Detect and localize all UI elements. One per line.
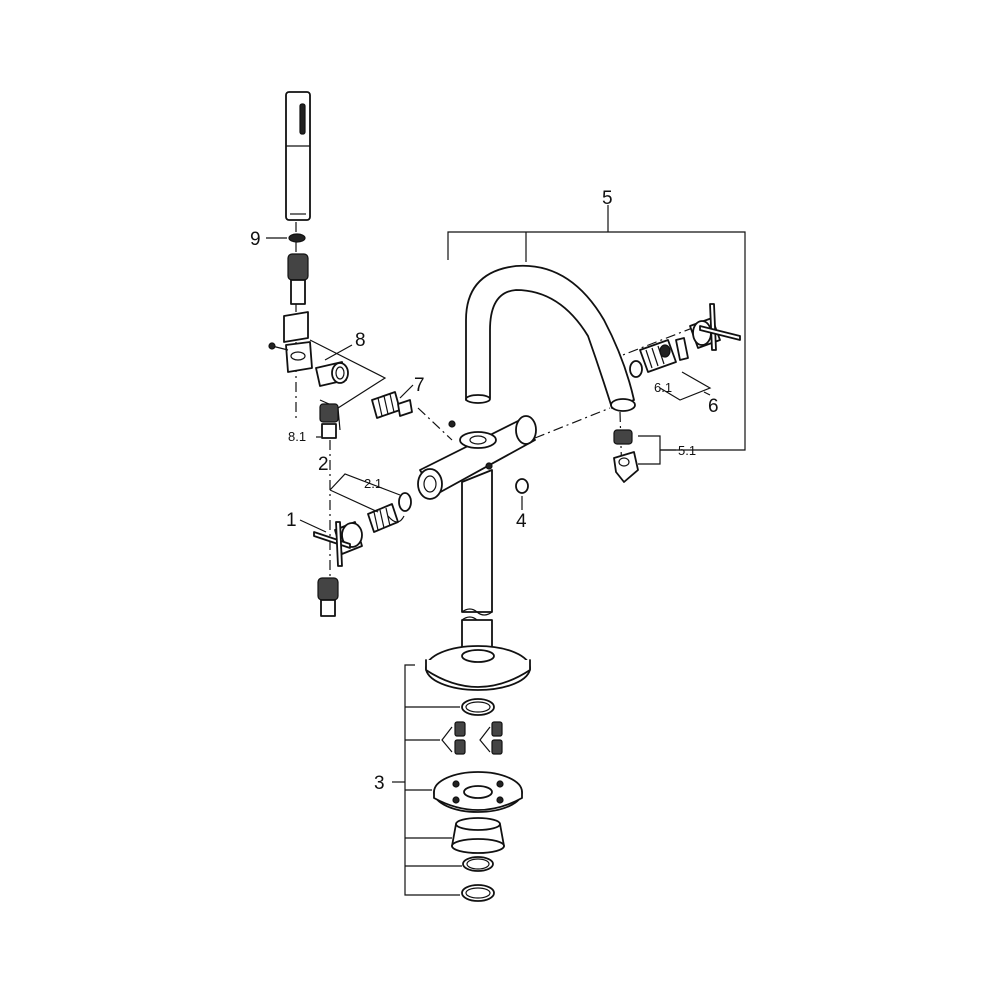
bracket-5 bbox=[447, 231, 746, 451]
connector-8-1 bbox=[319, 403, 339, 439]
right-handle bbox=[689, 303, 741, 351]
plug-4 bbox=[515, 478, 529, 494]
riser-pipe bbox=[461, 469, 493, 659]
callout-5-1: 5.1 bbox=[678, 443, 696, 458]
callout-3: 3 bbox=[374, 773, 385, 794]
mounting-bolts bbox=[454, 721, 503, 755]
left-handle bbox=[313, 521, 363, 567]
callout-6-1: 6.1 bbox=[654, 380, 672, 395]
bracket-3 bbox=[392, 664, 462, 896]
threaded-bushing bbox=[451, 817, 505, 854]
spout bbox=[465, 264, 636, 412]
mounting-plate bbox=[433, 771, 523, 813]
callout-5: 5 bbox=[602, 188, 613, 209]
diverter-cartridge bbox=[371, 391, 413, 419]
mount-o-ring-bottom bbox=[461, 884, 495, 902]
left-cartridge bbox=[367, 503, 405, 533]
aerator bbox=[613, 429, 639, 483]
right-handle-cartridge bbox=[639, 337, 689, 373]
callout-8: 8 bbox=[355, 330, 366, 351]
valve-body bbox=[417, 415, 537, 500]
callout-6: 6 bbox=[708, 396, 719, 417]
hand-shower bbox=[285, 91, 311, 221]
o-ring-6-1 bbox=[629, 360, 643, 378]
set-screw bbox=[448, 420, 456, 428]
callout-7: 7 bbox=[414, 375, 425, 396]
floor-rosette bbox=[425, 645, 531, 691]
callout-2-1: 2.1 bbox=[364, 476, 382, 491]
washer-9 bbox=[288, 233, 306, 243]
hose-nut-upper bbox=[287, 253, 309, 305]
hose-nut-lower bbox=[317, 577, 339, 617]
callout-2: 2 bbox=[318, 454, 329, 475]
shower-holder bbox=[268, 311, 349, 387]
shower-nozzles bbox=[299, 103, 306, 135]
callout-9: 9 bbox=[250, 229, 261, 250]
callout-4: 4 bbox=[516, 511, 527, 532]
mount-o-ring-top bbox=[461, 698, 495, 716]
mount-washer bbox=[462, 856, 494, 872]
o-ring-2-1 bbox=[398, 492, 412, 512]
callout-8-1: 8.1 bbox=[288, 429, 306, 444]
callout-1: 1 bbox=[286, 510, 297, 531]
